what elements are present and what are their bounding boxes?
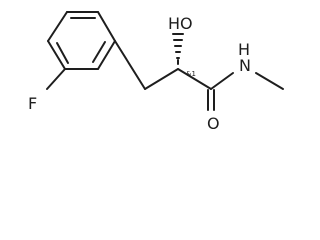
aromatic-inner-bond — [92, 41, 106, 63]
aromatic-inner-bond — [56, 42, 69, 64]
amide-hydrogen-label: H — [238, 40, 250, 59]
ring-bond — [47, 11, 68, 42]
amide-nitrogen-label: N — [239, 56, 251, 75]
benzylic-bond — [114, 40, 146, 90]
stereo-marker: &1 — [186, 70, 196, 78]
structure-canvas: F HO &1 N H O — [0, 0, 288, 132]
stereo-dashed-bond — [172, 33, 184, 65]
ring-bond — [47, 40, 66, 70]
methylene-bond — [144, 68, 179, 90]
chemical-structure-drawing: F HO &1 N H O — [28, 11, 284, 132]
carbonyl-oxygen-label: O — [207, 114, 220, 132]
amide-bond — [210, 72, 234, 90]
fluorine-label: F — [28, 94, 37, 113]
hydroxyl-label: HO — [168, 14, 193, 33]
ring-bond — [97, 40, 116, 70]
methyl-bond — [255, 72, 284, 90]
fluorine-bond — [46, 68, 66, 90]
carbonyl-carbon-bond — [177, 68, 212, 90]
ring-bond — [97, 11, 116, 42]
benzene-ring — [47, 11, 116, 70]
